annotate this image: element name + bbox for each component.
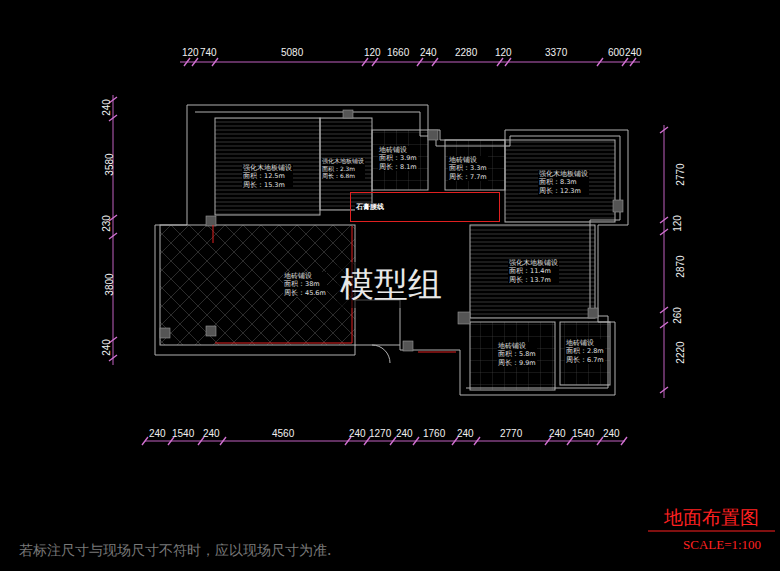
dimension-text: 240 — [549, 428, 566, 439]
room-measure: 面积：12.5m — [242, 172, 293, 180]
dimension-text: 240 — [625, 47, 642, 58]
dimension-text: 240 — [349, 428, 366, 439]
floor-finish: 地砖铺设 — [565, 339, 605, 347]
room-measure: 周长：8.1m — [378, 163, 418, 171]
room-text: 地砖铺设面积：3.9m周长：8.1m — [378, 146, 418, 171]
floor-finish: 强化木地板铺设 — [538, 170, 589, 178]
room-text: 地砖铺设面积：2.8m周长：6.7m — [565, 339, 605, 364]
room-text: 强化木地板铺设面积：12.5m周长：15.3m — [242, 164, 293, 189]
dimension-text: 4560 — [272, 428, 294, 439]
dimension-text: 2770 — [675, 163, 686, 185]
room-text: 强化木地板铺设面积：8.3m周长：12.3m — [538, 170, 589, 195]
dimension-text: 1760 — [423, 428, 445, 439]
dimension-text: 3580 — [104, 153, 115, 175]
room-text: 地砖铺设面积：38m周长：45.6m — [283, 272, 327, 297]
dimension-text: 2770 — [500, 428, 522, 439]
dimension-text: 1540 — [172, 428, 194, 439]
dimension-text: 240 — [203, 428, 220, 439]
corridor-band: 石膏腰线 — [350, 192, 500, 222]
dimension-text: 2280 — [455, 47, 477, 58]
dimension-text: 240 — [101, 339, 112, 356]
dimension-text: 260 — [672, 307, 683, 324]
room-measure: 周长：45.6m — [283, 289, 327, 297]
room-measure: 周长：7.7m — [448, 173, 488, 181]
dimension-text: 1540 — [572, 428, 594, 439]
dimension-text: 240 — [420, 47, 437, 58]
floor-finish: 强化木地板铺设 — [242, 164, 293, 172]
floor-finish: 地砖铺设 — [497, 342, 537, 350]
floor-finish: 强化木地板铺设 — [321, 158, 365, 166]
room-measure: 面积：8.3m — [538, 178, 589, 186]
dimension-text: 1270 — [369, 428, 391, 439]
room-area: 地砖铺设面积：38m周长：45.6m — [160, 225, 355, 345]
floor-finish: 强化木地板铺设 — [508, 259, 559, 267]
room-area: 地砖铺设面积：3.3m周长：7.7m — [445, 140, 505, 190]
room-measure: 周长：12.3m — [538, 187, 589, 195]
dimension-text: 120 — [182, 47, 199, 58]
dimension-text: 3370 — [545, 47, 567, 58]
dimension-text: 740 — [200, 47, 217, 58]
dimension-text: 1660 — [387, 47, 409, 58]
dimension-text: 2220 — [675, 341, 686, 363]
room-text: 强化木地板铺设面积：11.4m周长：13.7m — [508, 259, 559, 284]
room-measure: 周长：15.3m — [242, 181, 293, 189]
dimension-text: 120 — [495, 47, 512, 58]
room-measure: 面积：2.3m — [321, 166, 365, 174]
dimension-text: 120 — [364, 47, 381, 58]
room-measure: 周长：6.8m — [321, 173, 365, 181]
room-measure: 面积：3.9m — [378, 154, 418, 162]
dimension-text: 600 — [608, 47, 625, 58]
room-area: 强化木地板铺设面积：11.4m周长：13.7m — [470, 225, 595, 318]
room-text: 地砖铺设面积：3.3m周长：7.7m — [448, 156, 488, 181]
drawing-title: 地面布置图 — [664, 505, 759, 531]
floor-finish: 地砖铺设 — [283, 272, 327, 280]
floor-finish: 石膏腰线 — [355, 203, 385, 212]
dimension-text: 240 — [149, 428, 166, 439]
room-area: 地砖铺设面积：3.9m周长：8.1m — [372, 130, 428, 190]
watermark: 模型组 — [337, 262, 445, 308]
room-measure: 周长：9.9m — [497, 359, 537, 367]
room-measure: 周长：6.7m — [565, 356, 605, 364]
room-measure: 面积：38m — [283, 280, 327, 288]
floor-finish: 地砖铺设 — [378, 146, 418, 154]
room-text: 石膏腰线 — [355, 203, 385, 212]
dimension-text: 240 — [603, 428, 620, 439]
dimension-text: 230 — [101, 215, 112, 232]
dimension-text: 240 — [396, 428, 413, 439]
room-area: 强化木地板铺设面积：12.5m周长：15.3m — [215, 118, 320, 215]
dimension-text: 2870 — [675, 255, 686, 277]
room-measure: 周长：13.7m — [508, 276, 559, 284]
room-measure: 面积：2.8m — [565, 347, 605, 355]
dimension-text: 120 — [672, 215, 683, 232]
dimension-text: 240 — [101, 99, 112, 116]
dimension-text: 3800 — [104, 273, 115, 295]
room-text: 强化木地板铺设面积：2.3m周长：6.8m — [321, 158, 365, 181]
room-area: 强化木地板铺设面积：2.3m周长：6.8m — [320, 118, 372, 210]
room-area: 强化木地板铺设面积：8.3m周长：12.3m — [505, 140, 615, 222]
room-text: 地砖铺设面积：5.8m周长：9.9m — [497, 342, 537, 367]
room-measure: 面积：11.4m — [508, 267, 559, 275]
room-measure: 面积：3.3m — [448, 164, 488, 172]
floor-finish: 地砖铺设 — [448, 156, 488, 164]
room-area: 地砖铺设面积：5.8m周长：9.9m — [470, 322, 555, 390]
room-area: 地砖铺设面积：2.8m周长：6.7m — [560, 322, 610, 385]
dimension-text: 240 — [457, 428, 474, 439]
dimension-text: 5080 — [281, 47, 303, 58]
scale-text: SCALE=1:100 — [683, 537, 761, 553]
room-measure: 面积：5.8m — [497, 350, 537, 358]
note-text: 若标注尺寸与现场尺寸不符时，应以现场尺寸为准. — [19, 542, 331, 560]
